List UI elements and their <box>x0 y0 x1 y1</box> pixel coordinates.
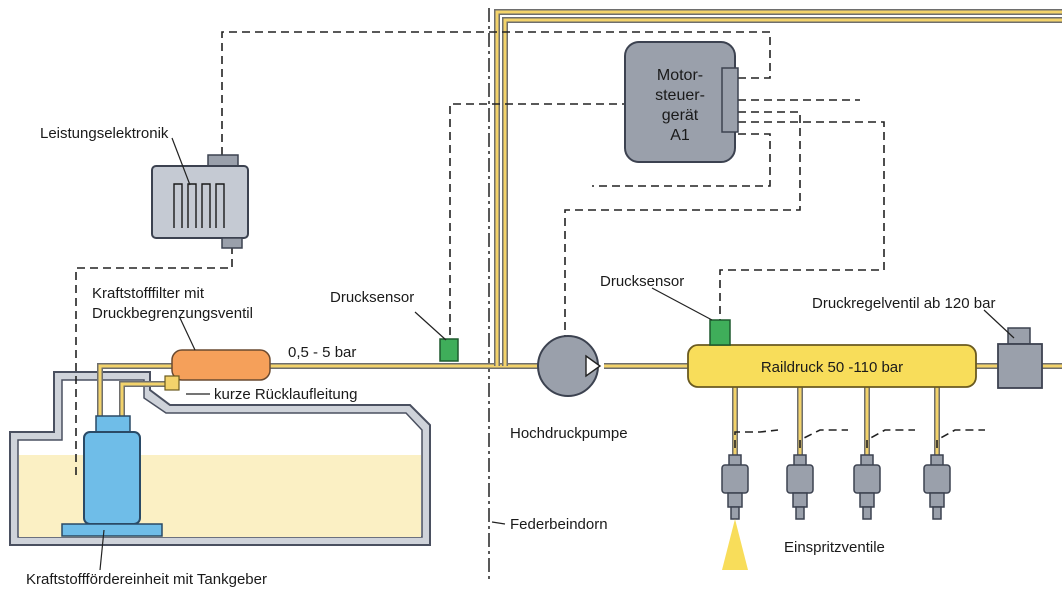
engine-control-unit <box>624 41 739 163</box>
injector-1 <box>721 454 749 570</box>
label-short-return: kurze Rücklaufleitung <box>214 386 357 403</box>
label-pressure-regulator: Druckregelventil ab 120 bar <box>812 295 995 312</box>
high-pressure-pump <box>537 335 602 397</box>
label-strut-dome: Federbeindorn <box>510 516 608 533</box>
pressure-regulator-valve <box>997 327 1043 389</box>
label-ecu-4: A1 <box>670 127 690 144</box>
injector-3 <box>853 454 881 520</box>
label-pressure-sensor-low: Drucksensor <box>330 289 414 306</box>
leader-lines <box>99 137 1015 571</box>
pressure-limiting-valve <box>164 375 180 391</box>
fuel-lines <box>97 9 1062 455</box>
injector-4 <box>923 454 951 520</box>
label-rail-pressure: Raildruck 50 -110 bar <box>761 359 903 376</box>
fuel-rail <box>687 319 977 388</box>
label-injectors: Einspritzventile <box>784 539 885 556</box>
label-filter-2: Druckbegrenzungsventil <box>92 305 253 322</box>
label-ecu-2: steuer- <box>655 87 705 104</box>
label-power-electronics: Leistungselektronik <box>40 125 169 142</box>
label-ecu-3: gerät <box>662 107 699 124</box>
label-ecu-1: Motor- <box>657 67 703 84</box>
label-fuel-delivery-unit: Kraftstofffördereinheit mit Tankgeber <box>26 571 267 588</box>
signal-lines <box>75 31 985 480</box>
label-low-pressure: 0,5 - 5 bar <box>288 344 356 361</box>
injectors <box>721 454 951 570</box>
fuel-delivery-unit <box>61 415 163 537</box>
power-electronics <box>151 154 249 249</box>
label-high-pressure-pump: Hochdruckpumpe <box>510 425 628 442</box>
fuel-filter <box>164 349 271 391</box>
label-pressure-sensor-rail: Drucksensor <box>600 273 684 290</box>
rail-pressure-sensor <box>709 319 731 346</box>
low-pressure-sensor <box>439 338 459 362</box>
injector-2 <box>786 454 814 520</box>
spray-cone <box>722 519 748 570</box>
label-filter-1: Kraftstofffilter mit <box>92 285 205 302</box>
